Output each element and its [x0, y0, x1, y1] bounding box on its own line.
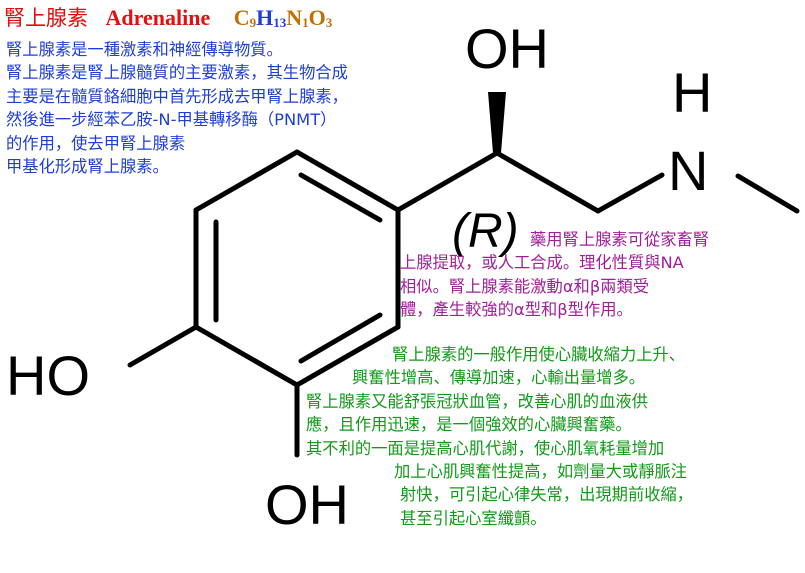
formula-count: 9: [249, 15, 257, 30]
formula-count: 1: [302, 15, 309, 30]
title-english: Adrenaline: [105, 5, 211, 30]
properties-text: 藥用腎上腺素可從家畜腎 上腺提取，或人工合成。理化性質與NA 相似。腎上腺素能激…: [400, 228, 709, 322]
nh-n-label: N: [668, 139, 708, 202]
text-line: 上腺提取，或人工合成。理化性質與NA: [400, 253, 684, 273]
ring-bond-1: [294, 149, 401, 213]
text-line: 腎上腺素又能舒張冠狀血管，改善心肌的血液供: [306, 391, 648, 411]
text-line: 相似。腎上腺素能激動α和β兩類受: [400, 276, 650, 296]
molecular-formula: C9H13N1O3: [234, 5, 333, 30]
text-line: 體，產生較強的α型和β型作用。: [400, 300, 633, 320]
formula-count: 3: [325, 15, 333, 30]
formula-element: N: [286, 5, 303, 30]
text-line: 腎上腺素是一種激素和神經傳導物質。: [6, 40, 283, 59]
wedge-bond: [488, 92, 506, 153]
bond-ring-to-ho: [127, 324, 199, 368]
ring-bond-6: [193, 149, 300, 213]
text-line: 的作用，使去甲腎上腺素: [6, 133, 186, 153]
text-line: 射快，可引起心律失常，出現期前收縮，: [400, 485, 694, 505]
text-line: 應，且作用迅速，是一個強效的心臟興奮藥。: [306, 415, 632, 435]
text-line: 興奮性增高、傳導加速，心輸出量增多。: [352, 368, 646, 388]
ring-double-bond-1: [298, 172, 383, 223]
effects-text: 腎上腺素的一般作用使心臟收縮力上升、 興奮性增高、傳導加速，心輸出量增多。 腎上…: [306, 343, 693, 530]
text-line: 腎上腺素是腎上腺髓質的主要激素，其生物合成: [6, 63, 348, 83]
text-line: 藥用腎上腺素可從家畜腎: [530, 230, 710, 249]
stereo-label: (R): [452, 205, 519, 258]
chain-bond-n-to-methyl: [735, 173, 800, 214]
formula-element: C: [233, 5, 250, 30]
text-line: 然後進一步經苯乙胺-N-甲基轉移酶（PNMT）: [6, 110, 337, 130]
oh-top-label: OH: [465, 17, 549, 80]
text-line: 主要是在髓質鉻細胞中首先形成去甲腎上腺素，: [6, 86, 348, 106]
formula-count: 13: [273, 15, 287, 30]
nh-h-label: H: [672, 61, 712, 124]
chain-bond-c-to-ch2: [494, 150, 601, 214]
formula-element: H: [256, 5, 274, 30]
text-line: 加上心肌興奮性提高，如劑量大或靜脈注: [394, 462, 688, 482]
oh-bottom-label: OH: [265, 473, 349, 536]
chain-bond-ch2-to-n: [595, 172, 665, 214]
definition-text: 腎上腺素是一種激素和神經傳導物質。 腎上腺素是腎上腺髓質的主要激素，其生物合成 …: [6, 38, 348, 178]
chain-bond-ring-to-c: [395, 150, 500, 213]
title-chinese: 腎上腺素: [4, 6, 88, 30]
text-line: 甚至引起心室纖顫。: [400, 508, 547, 528]
text-line: 其不利的一面是提高心肌代謝，使心肌氧耗量增加: [306, 438, 665, 458]
formula-element: O: [308, 5, 326, 30]
ring-double-bond-2: [298, 312, 383, 364]
title-bar: 腎上腺素 Adrenaline C9H13N1O3: [4, 2, 332, 32]
text-line: 甲基化形成腎上腺素。: [6, 157, 169, 177]
ring-bond-3: [294, 324, 401, 388]
text-line: 腎上腺素的一般作用使心臟收縮力上升、: [392, 345, 686, 364]
ring-bond-4: [193, 324, 300, 388]
ho-left-label: HO: [6, 344, 90, 407]
